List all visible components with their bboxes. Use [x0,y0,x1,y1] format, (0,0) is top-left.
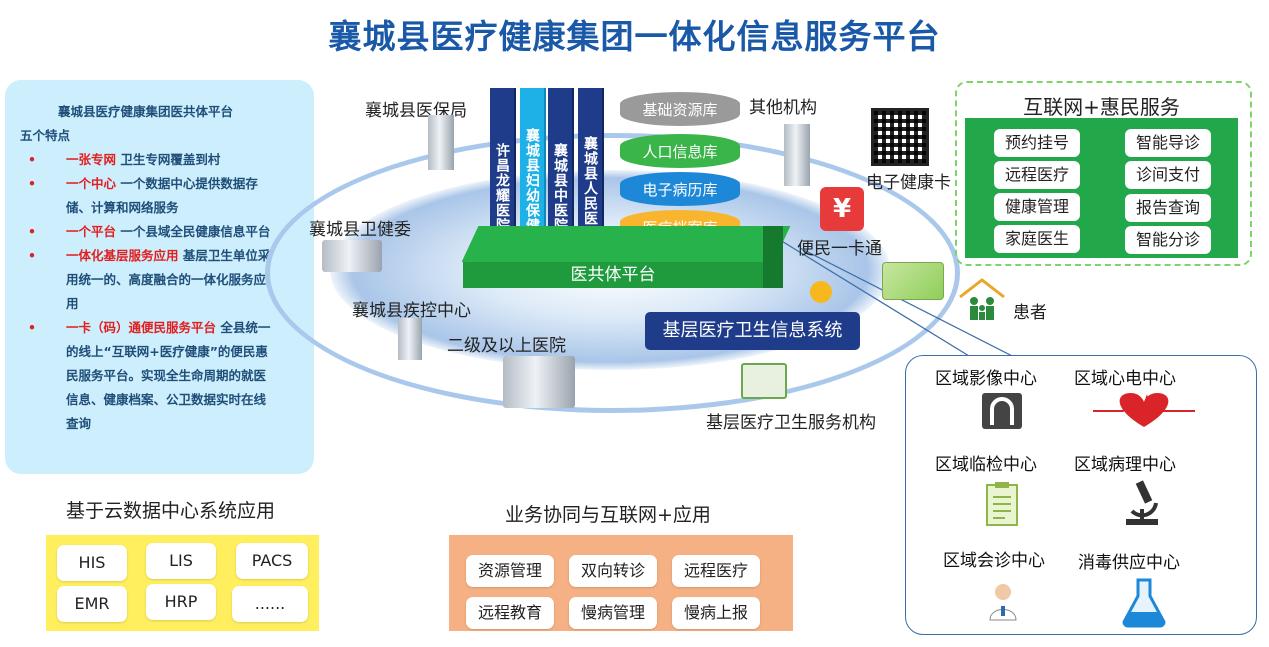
clipboard-icon [986,482,1018,526]
service-smart-guide[interactable]: 智能导诊 [1125,129,1211,157]
building-icon [784,124,810,186]
features-heading-line2: 五个特点 [20,128,71,143]
biz-pill-chronic[interactable]: 慢病管理 [569,597,657,629]
node-secondary-hospitals: 二级及以上医院 [447,336,566,356]
imaging-icon [982,393,1022,429]
feature-item: •一个中心 一个数据中心提供数据存储、计算和网络服务 [28,176,258,215]
qr-code-icon [871,108,929,166]
platform-label: 医共体平台 [463,262,763,288]
service-report-query[interactable]: 报告查询 [1125,194,1211,222]
app-pill-lis[interactable]: LIS [146,543,216,579]
biz-pill-chronic-report[interactable]: 慢病上报 [672,597,760,629]
center-pathology: 区域病理中心 [1074,455,1176,475]
features-heading-line1: 襄城县医疗健康集团医共体平台 [58,104,234,119]
feature-key: 一个中心 [66,176,117,191]
db-basic-resource: 基础资源库 [620,92,740,126]
internet-services-title: 互联网+惠民服务 [1023,95,1180,119]
feature-item: •一张专网 卫生专网覆盖到村 [28,152,221,167]
building-icon [398,318,422,360]
feature-text: 卫生专网覆盖到村 [120,152,221,167]
features-panel [5,80,314,474]
page-title: 襄城县医疗健康集团一体化信息服务平台 [328,17,941,56]
coin-icon [810,281,832,303]
app-pill-pacs[interactable]: PACS [236,543,308,579]
center-consultation: 区域会诊中心 [943,551,1045,571]
doctor-icon [989,584,1017,621]
payment-icon: ¥ [820,187,864,231]
internet-services-box [955,81,1252,266]
biz-pill-telemedicine[interactable]: 远程医疗 [672,555,760,587]
node-e-health-card: 电子健康卡 [866,173,951,193]
business-title: 业务协同与互联网+应用 [505,504,711,526]
center-ecg: 区域心电中心 [1074,369,1176,389]
biz-pill-referral[interactable]: 双向转诊 [569,555,657,587]
biz-pill-resource[interactable]: 资源管理 [466,555,554,587]
app-pill-his[interactable]: HIS [57,545,127,581]
service-family-doctor[interactable]: 家庭医生 [994,225,1080,253]
bank-card-icon [882,262,944,300]
feature-item: •一体化基层服务应用 基层卫生单位采用统一的、高度融合的一体化服务应用 [28,248,271,311]
app-pill-hrp[interactable]: HRP [146,584,216,620]
service-appointment[interactable]: 预约挂号 [994,129,1080,157]
node-patient: 患者 [1013,303,1047,323]
regional-centers-box [905,355,1257,635]
center-clinical-lab: 区域临检中心 [935,455,1037,475]
center-sterilization: 消毒供应中心 [1078,553,1180,573]
biz-pill-education[interactable]: 远程教育 [466,597,554,629]
hospital-building-icon [503,356,575,408]
feature-text: 基层卫生单位采用统一的、高度融合的一体化服务应用 [66,248,271,311]
node-one-card: 便民一卡通 [797,239,882,259]
app-pill-more[interactable]: ...... [232,586,308,622]
feature-key: 一张专网 [66,152,117,167]
network-ring [265,133,960,413]
government-building-icon [322,240,382,272]
center-imaging: 区域影像中心 [935,369,1037,389]
heart-ecg-icon [1093,393,1195,427]
feature-item: •一个平台 一个县域全民健康信息平台 [28,224,271,239]
node-primary-institutions: 基层医疗卫生服务机构 [706,413,876,433]
feature-key: 一卡（码）通便民服务平台 [66,320,217,335]
primary-system-banner: 基层医疗卫生信息系统 [645,312,860,350]
db-population: 人口信息库 [620,134,740,168]
feature-text: 一个县域全民健康信息平台 [120,224,271,239]
app-pill-emr[interactable]: EMR [57,586,127,622]
family-icon [959,278,1005,320]
microscope-icon [1126,480,1158,525]
db-emr: 电子病历库 [620,172,740,206]
node-other-orgs: 其他机构 [749,98,817,118]
node-cdc: 襄城县疾控中心 [352,301,471,321]
service-telemedicine[interactable]: 远程医疗 [994,161,1080,189]
feature-key: 一个平台 [66,224,117,239]
feature-key: 一体化基层服务应用 [66,248,179,263]
platform-top [461,226,791,262]
features-list: •一张专网 卫生专网覆盖到村 •一个中心 一个数据中心提供数据存储、计算和网络服… [26,148,276,436]
service-smart-triage[interactable]: 智能分诊 [1125,226,1211,254]
service-health-management[interactable]: 健康管理 [994,193,1080,221]
feature-item: •一卡（码）通便民服务平台 全县统一的线上“互联网+医疗健康”的便民惠民服务平台… [28,320,271,431]
feature-text: 一个数据中心提供数据存储、计算和网络服务 [66,176,258,215]
service-payment[interactable]: 诊间支付 [1125,161,1211,189]
clinic-icon [741,363,787,399]
flask-icon [1122,578,1166,628]
cloud-apps-title: 基于云数据中心系统应用 [66,500,276,522]
building-icon [428,115,454,170]
feature-text: 全县统一的线上“互联网+医疗健康”的便民惠民服务平台。实现全生命周期的就医信息、… [66,320,271,431]
node-health-commission: 襄城县卫健委 [309,220,411,240]
features-heading: 襄城县医疗健康集团医共体平台 五个特点 [20,100,280,148]
platform-side [763,226,783,288]
